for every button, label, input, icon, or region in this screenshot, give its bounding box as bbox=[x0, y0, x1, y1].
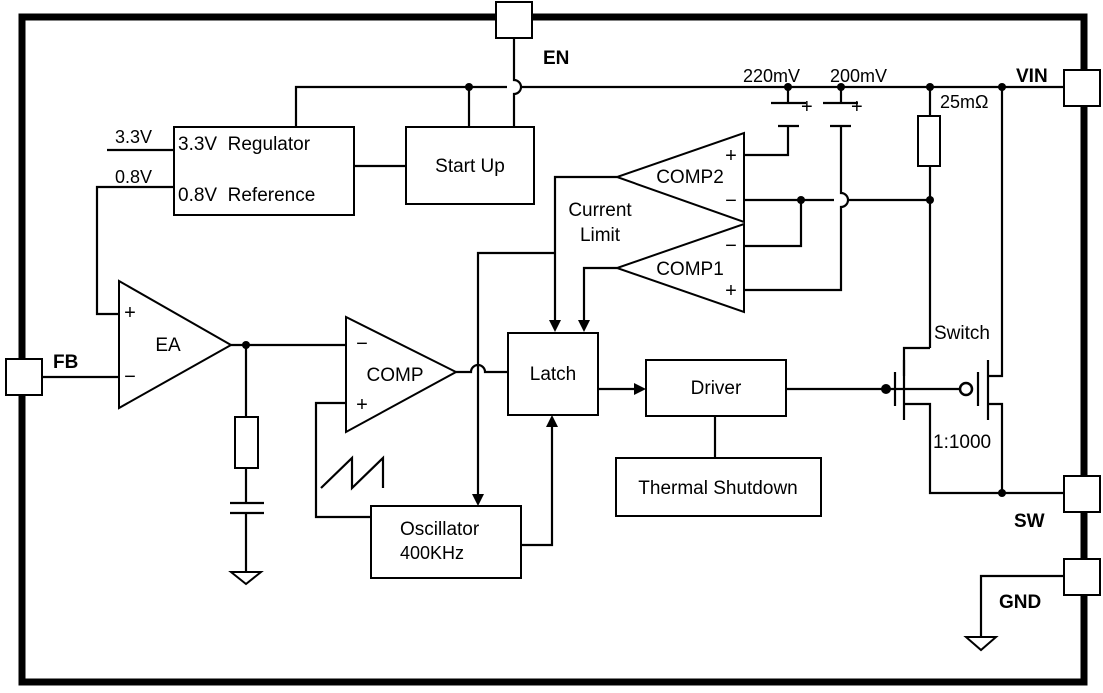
thermal-shutdown-block: Thermal Shutdown bbox=[615, 457, 822, 517]
comp2-plus: + bbox=[725, 145, 737, 167]
comp1-label: COMP1 bbox=[656, 259, 724, 280]
startup-label: Start Up bbox=[435, 156, 505, 177]
ground-symbol-ea bbox=[228, 571, 264, 586]
latch-block: Latch bbox=[507, 332, 599, 416]
regulator-label: 3.3V Regulator bbox=[178, 134, 311, 155]
pin-vin: VIN bbox=[1016, 66, 1101, 107]
source-200mv: 200mV + bbox=[823, 66, 887, 128]
driver-label: Driver bbox=[691, 378, 742, 399]
ea-minus: − bbox=[124, 366, 136, 388]
pin-fb: FB bbox=[5, 352, 78, 396]
reference-label: 0.8V Reference bbox=[178, 185, 315, 206]
oscillator-label: Oscillator bbox=[400, 519, 480, 540]
source-220mv-label: 220mV bbox=[743, 66, 800, 86]
sense-resistor-label: 25mΩ bbox=[940, 92, 988, 112]
source-220mv: 220mV + bbox=[743, 66, 813, 128]
wires bbox=[42, 38, 1064, 637]
comp-minus: − bbox=[356, 333, 368, 355]
source-220mv-plus: + bbox=[801, 96, 813, 118]
comp1-minus: − bbox=[725, 235, 737, 257]
pin-en-label: EN bbox=[543, 48, 569, 69]
pin-sw: SW bbox=[1014, 475, 1101, 532]
v08-label: 0.8V bbox=[115, 167, 152, 187]
comp1-plus: + bbox=[725, 280, 737, 302]
sawtooth-waveform bbox=[320, 455, 385, 491]
current-limit-label-1: Current bbox=[568, 200, 632, 221]
pin-en: EN bbox=[495, 1, 569, 69]
oscillator-frequency: 400KHz bbox=[400, 543, 464, 563]
sense-mosfet bbox=[881, 360, 906, 420]
main-switch-mosfet: Switch 1:1000 bbox=[933, 323, 991, 453]
ea-label: EA bbox=[155, 335, 181, 356]
comp2-minus: − bbox=[725, 190, 737, 212]
source-200mv-label: 200mV bbox=[830, 66, 887, 86]
ea-amplifier: EA + − bbox=[118, 279, 234, 410]
regulator-reference-block: 3.3V Regulator 0.8V Reference 3.3V 0.8V bbox=[115, 126, 355, 216]
source-200mv-plus: + bbox=[851, 96, 863, 118]
compensation-resistor bbox=[234, 416, 259, 469]
pin-sw-label: SW bbox=[1014, 511, 1045, 532]
comp-plus: + bbox=[356, 394, 368, 416]
pin-gnd-label: GND bbox=[999, 592, 1041, 613]
startup-block: Start Up bbox=[405, 126, 535, 205]
ic-border bbox=[18, 13, 1088, 686]
comp2-label: COMP2 bbox=[656, 167, 724, 188]
v33-label: 3.3V bbox=[115, 127, 152, 147]
latch-label: Latch bbox=[530, 364, 576, 385]
pin-fb-label: FB bbox=[53, 352, 78, 373]
junction-dots bbox=[242, 83, 1006, 497]
thermal-shutdown-label: Thermal Shutdown bbox=[638, 478, 797, 499]
pin-vin-label: VIN bbox=[1016, 66, 1048, 87]
comp-label: COMP bbox=[367, 365, 424, 386]
comp1-comparator: COMP1 − + bbox=[613, 222, 745, 314]
ground-symbol-gnd bbox=[963, 636, 999, 652]
ratio-label: 1:1000 bbox=[933, 432, 991, 453]
current-limit-label-2: Limit bbox=[580, 225, 621, 246]
sense-resistor: 25mΩ bbox=[917, 92, 988, 167]
switch-label: Switch bbox=[934, 323, 990, 344]
arrowheads bbox=[472, 320, 646, 506]
comp-comparator: COMP − + bbox=[345, 315, 459, 434]
ea-plus: + bbox=[124, 302, 136, 324]
driver-block: Driver bbox=[645, 359, 787, 417]
oscillator-block: Oscillator 400KHz bbox=[370, 505, 522, 579]
pin-gnd: GND bbox=[999, 558, 1101, 613]
comp2-comparator: COMP2 + − bbox=[613, 131, 745, 224]
